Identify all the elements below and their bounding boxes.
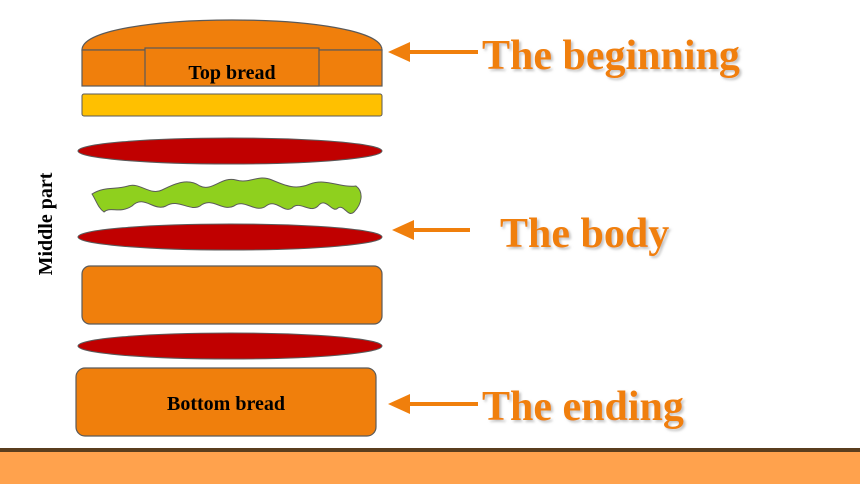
arrow-ending xyxy=(388,394,478,414)
cheese-slice xyxy=(81,93,383,117)
lettuce-leaf xyxy=(91,177,362,214)
beginning-label: The beginning xyxy=(482,33,740,79)
tomato-slice-2 xyxy=(77,223,383,251)
patty xyxy=(81,265,383,325)
tomato-slice-3 xyxy=(77,332,383,360)
bottom-bread xyxy=(75,367,377,437)
top-bun-dome xyxy=(81,19,383,51)
footer-bar xyxy=(0,448,860,484)
arrow-body xyxy=(392,220,470,240)
ending-label: The ending xyxy=(482,384,684,430)
tomato-slice-1 xyxy=(77,137,383,165)
top-bread-label-box xyxy=(144,47,320,87)
top-bread-label: Top bread xyxy=(188,62,275,84)
body-label: The body xyxy=(500,211,669,257)
arrow-beginning xyxy=(388,42,478,62)
bottom-bread-label: Bottom bread xyxy=(167,393,285,415)
middle-part-label: Middle part xyxy=(35,172,57,275)
